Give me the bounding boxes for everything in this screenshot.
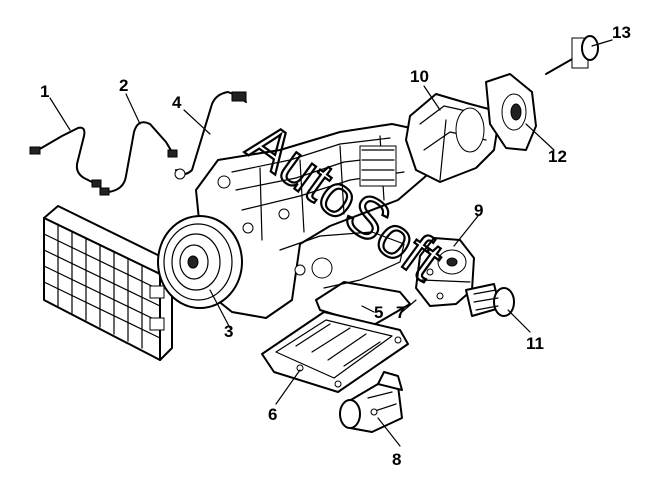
- output-shaft: [465, 283, 515, 317]
- rear-housing: [485, 73, 537, 151]
- callout-7: 7: [396, 303, 405, 322]
- cooler-line-4: [174, 91, 247, 180]
- callout-2: 2: [119, 76, 128, 95]
- leader-lines: [49, 39, 613, 447]
- callout-11: 11: [526, 334, 544, 353]
- callout-8: 8: [392, 450, 401, 469]
- extension-housing: [405, 93, 501, 183]
- output-flange: [545, 35, 599, 75]
- transmission-cooler: [43, 205, 173, 361]
- callout-13: 13: [612, 23, 631, 42]
- torque-converter: [157, 215, 243, 309]
- callout-1: 1: [40, 82, 49, 101]
- callout-10: 10: [410, 67, 429, 86]
- starter-motor: [339, 371, 403, 433]
- transmission-case: [195, 123, 427, 319]
- callout-3: 3: [224, 322, 233, 341]
- cooler-line-1: [29, 126, 102, 188]
- cooler-line-2: [99, 121, 178, 196]
- callout-12: 12: [548, 147, 567, 166]
- oil-pan-gasket: [315, 281, 411, 327]
- callout-5: 5: [374, 303, 383, 322]
- callout-4: 4: [172, 93, 182, 112]
- callout-6: 6: [268, 405, 277, 424]
- callout-9: 9: [474, 201, 483, 220]
- callouts: 1 2 3 4 5 6 7 8 9 10 11 12 13: [40, 23, 631, 469]
